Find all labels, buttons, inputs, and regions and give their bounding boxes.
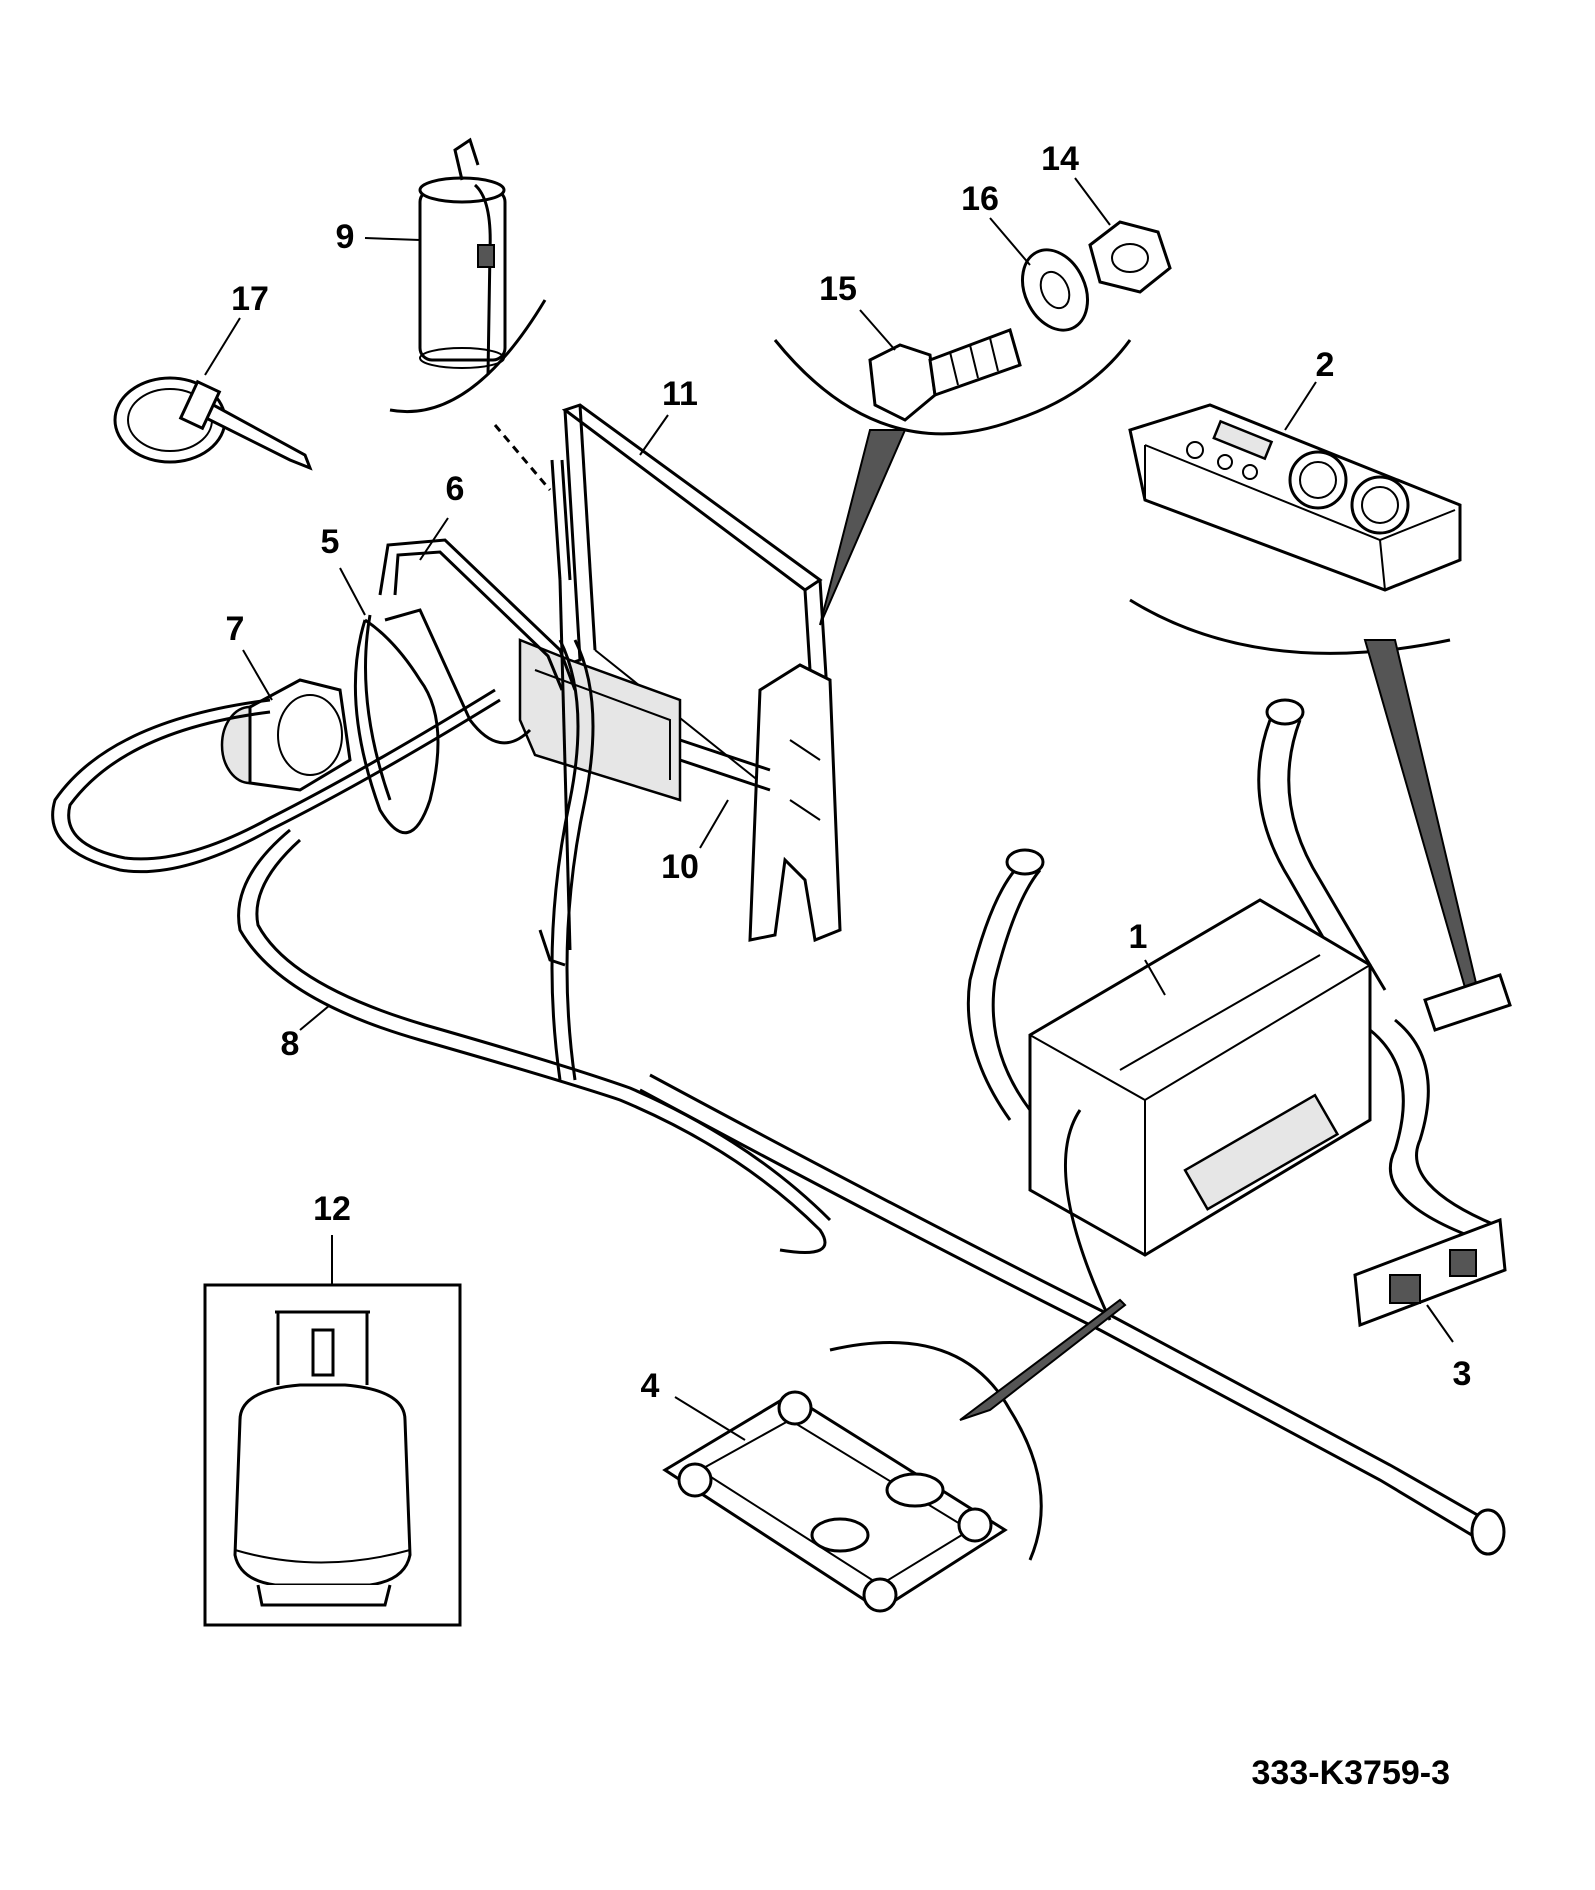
leader-17 [204, 317, 241, 376]
leader-15 [859, 309, 896, 351]
callout-9: 9 [336, 218, 355, 256]
switch-panel-drawing [1353, 973, 1512, 1328]
heater-piping-drawing [639, 698, 1506, 1556]
leader-5 [339, 567, 366, 616]
control-panel-drawing [1128, 403, 1482, 1007]
leader-1 [1144, 959, 1166, 996]
callout-8: 8 [281, 1025, 300, 1063]
heater-unit-drawing [1028, 898, 1372, 1321]
callout-10: 10 [661, 848, 699, 886]
compressor-drawing [220, 614, 440, 834]
hose-8-drawing [51, 639, 832, 1254]
callout-5: 5 [321, 523, 340, 561]
leader-11 [639, 414, 669, 456]
fastener-group-drawing [773, 220, 1172, 626]
leader-9 [364, 237, 421, 241]
leader-2 [1284, 381, 1317, 431]
leader-3 [1426, 1304, 1454, 1343]
callout-6: 6 [446, 470, 465, 508]
leader-16 [989, 217, 1031, 266]
callout-17: 17 [231, 280, 269, 318]
callout-14: 14 [1041, 140, 1079, 178]
callout-15: 15 [819, 270, 857, 308]
leader-4 [674, 1396, 746, 1441]
callout-3: 3 [1453, 1355, 1472, 1393]
callout-11: 11 [662, 375, 698, 413]
callout-7: 7 [226, 610, 245, 648]
cable-tie-drawing [113, 376, 313, 471]
refrigerant-bottle-drawing [203, 1283, 462, 1627]
callout-16: 16 [961, 180, 999, 218]
gasket-drawing [662, 1298, 1127, 1613]
receiver-drier-drawing [389, 137, 552, 491]
leader-8 [299, 1004, 331, 1031]
leader-10 [699, 799, 729, 849]
leader-7 [242, 649, 273, 701]
leader-lines [204, 177, 1454, 1441]
leader-6 [419, 517, 449, 561]
leader-14 [1074, 177, 1111, 226]
callout-4: 4 [641, 1367, 660, 1405]
callout-12: 12 [313, 1190, 351, 1228]
callouts: 1 2 3 4 5 6 7 8 9 10 11 12 14 15 16 17 [226, 140, 1472, 1405]
callout-1: 1 [1129, 918, 1148, 956]
drawing-number: 333-K3759-3 [1252, 1754, 1450, 1792]
callout-2: 2 [1316, 346, 1335, 384]
